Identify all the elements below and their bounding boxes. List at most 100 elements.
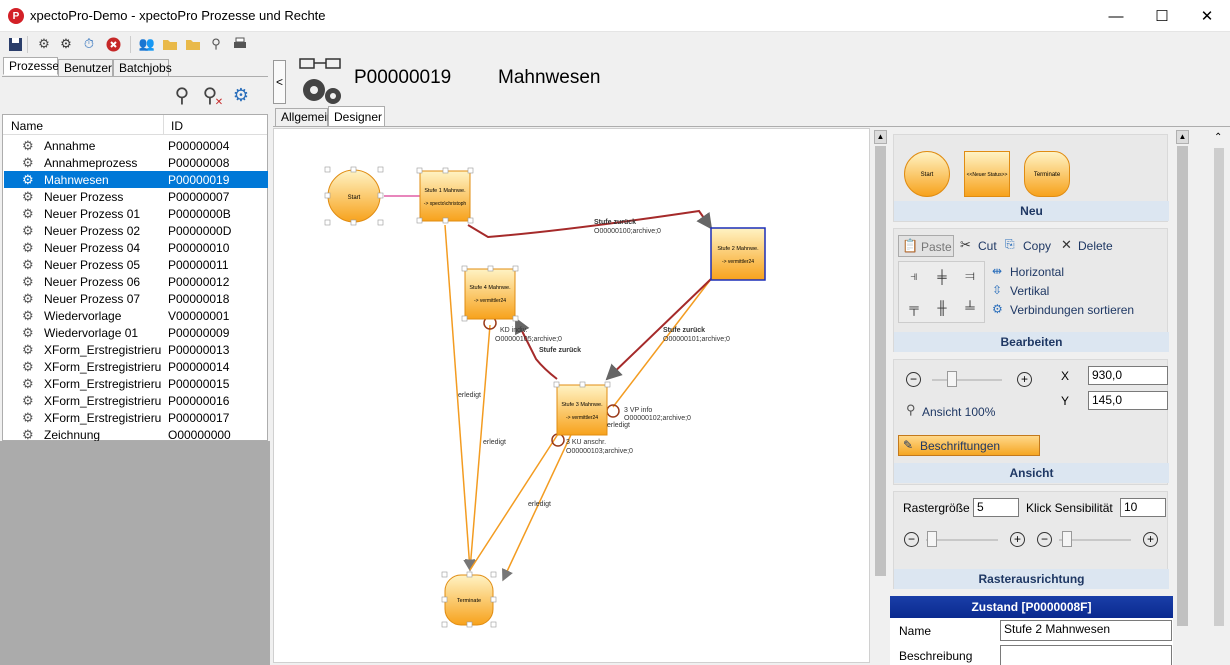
column-header-name[interactable]: Name [11, 119, 44, 133]
search-icon[interactable]: ⚲ [174, 84, 190, 107]
sort-connections-button[interactable]: Verbindungen sortieren [1010, 303, 1135, 317]
node-stufe1[interactable]: Stufe 1 Mahnwe. -> xpecto\christoph [419, 170, 471, 222]
raster-minus-button[interactable]: − [904, 532, 919, 547]
list-item[interactable]: ⚙XForm_Erstregistrierun...P00000016 [4, 392, 268, 409]
zoom-reset-button[interactable]: Ansicht 100% [922, 405, 996, 419]
edge-stufe2-stufe3[interactable] [612, 278, 712, 408]
raster-slider-track[interactable] [926, 539, 998, 541]
scroll-thumb[interactable] [875, 146, 886, 576]
edge-stufe2-stufe3-back[interactable] [605, 278, 712, 381]
x-field[interactable]: 930,0 [1088, 366, 1168, 385]
paste-button[interactable]: 📋 Paste [898, 235, 954, 257]
zoom-out-button[interactable]: − [906, 372, 921, 387]
y-field[interactable]: 145,0 [1088, 391, 1168, 410]
maximize-button[interactable]: ☐ [1155, 8, 1169, 25]
edge-stufe3-terminate[interactable] [502, 406, 585, 582]
copy-button[interactable]: ⎘ Copy [1005, 237, 1055, 255]
node-stufe4[interactable]: Stufe 4 Mahnwe. -> vermittler24 [464, 268, 516, 320]
delete-button[interactable]: ✕ Delete [1061, 237, 1115, 255]
list-item[interactable]: ⚙XForm_Erstregistrierun...P00000014 [4, 358, 268, 375]
klick-slider-thumb[interactable] [1062, 531, 1073, 547]
tab-batchjobs[interactable]: Batchjobs [113, 59, 172, 77]
close-button[interactable]: ✕ [1200, 8, 1214, 25]
list-item[interactable]: ⚙XForm_Erstregistrierun...P00000013 [4, 341, 268, 358]
settings-gear-2-icon[interactable]: ⚙ [60, 36, 72, 51]
search-clear-icon[interactable]: ⚲ [202, 84, 218, 107]
cut-button[interactable]: ✂ Cut [960, 237, 1002, 255]
klick-plus-button[interactable]: + [1143, 532, 1158, 547]
minimize-button[interactable]: — [1108, 7, 1124, 25]
beschriftungen-button[interactable]: ✎ Beschriftungen [898, 435, 1040, 456]
cancel-icon[interactable] [104, 35, 122, 53]
panel-scroll-thumb[interactable] [1177, 146, 1188, 626]
align-left-icon[interactable]: ⫣ [910, 268, 918, 283]
tab-prozesse[interactable]: Prozesse [3, 57, 59, 75]
zoom-slider-track[interactable] [932, 379, 1002, 381]
node-terminate[interactable]: Terminate [444, 574, 494, 626]
search-settings-icon[interactable]: ⚙ [232, 84, 250, 105]
panel-scrollbar[interactable]: ▲ [1175, 128, 1190, 665]
zoom-in-button[interactable]: + [1017, 372, 1032, 387]
raster-plus-button[interactable]: + [1010, 532, 1025, 547]
magnifier-icon[interactable]: ⚲ [211, 36, 221, 51]
panel-scroll-up[interactable]: ▲ [1176, 130, 1189, 144]
tab-allgemein[interactable]: Allgemein [275, 108, 334, 127]
align-center-icon[interactable]: ╪ [937, 268, 947, 284]
zustand-name-field[interactable]: Stufe 2 Mahnwesen [1000, 620, 1172, 641]
column-header-id[interactable]: ID [171, 119, 183, 133]
node-stufe3[interactable]: Stufe 3 Mahnwe. -> vermittler24 [556, 384, 608, 436]
align-right-icon[interactable]: ⫤ [965, 268, 975, 283]
settings-gear-icon[interactable]: ⚙ [38, 36, 50, 51]
new-start-shape[interactable]: Start [904, 151, 950, 197]
window-scroll-up[interactable]: ⌃ [1214, 132, 1223, 143]
align-top-icon[interactable]: ╤ [909, 299, 919, 315]
window-scroll-thumb[interactable] [1214, 148, 1224, 626]
zustand-beschreibung-field[interactable] [1000, 645, 1172, 665]
new-status-shape[interactable]: <<Neuer Status>> [964, 151, 1010, 197]
zoom-slider-thumb[interactable] [947, 371, 957, 387]
vertikal-button[interactable]: Vertikal [1010, 284, 1050, 298]
new-terminate-shape[interactable]: Terminate [1024, 151, 1070, 197]
align-bottom-icon[interactable]: ╧ [965, 299, 975, 315]
scroll-up-button[interactable]: ▲ [874, 130, 887, 144]
tab-designer[interactable]: Designer [328, 106, 385, 127]
canvas-scrollbar[interactable]: ▲ [873, 128, 888, 665]
users-icon[interactable]: 👥 [138, 36, 156, 51]
window-scrollbar[interactable]: ⌃ [1210, 128, 1228, 665]
tab-benutzer[interactable]: Benutzer [58, 59, 113, 77]
klick-slider-track[interactable] [1059, 539, 1131, 541]
collapse-button[interactable]: < [273, 60, 286, 104]
node-stufe2[interactable]: Stufe 2 Mahnwe. -> vermittler24 [710, 227, 766, 281]
raster-slider-thumb[interactable] [927, 531, 938, 547]
edge-stufe1-terminate[interactable] [444, 224, 476, 572]
klick-sensibilitaet-field[interactable]: 10 [1120, 498, 1166, 517]
list-item[interactable]: ⚙XForm_Erstregistrierun...P00000017 [4, 409, 268, 426]
edge-stufe3-stufe4[interactable] [515, 317, 558, 380]
save-icon[interactable] [6, 35, 24, 53]
clock-icon[interactable]: ⏱ [83, 36, 95, 51]
node-start[interactable]: Start [327, 169, 381, 223]
klick-minus-button[interactable]: − [1037, 532, 1052, 547]
horizontal-button[interactable]: Horizontal [1010, 265, 1065, 279]
list-item[interactable]: ⚙XForm_Erstregistrierun...P00000015 [4, 375, 268, 392]
folder-open-icon[interactable] [161, 35, 179, 53]
print-icon[interactable] [231, 35, 249, 53]
edge-stufe1-stufe2[interactable] [467, 209, 713, 239]
edge-stufe4-terminate[interactable] [464, 324, 491, 572]
folder-open-2-icon[interactable] [184, 35, 202, 53]
align-middle-icon[interactable]: ╫ [937, 299, 947, 315]
designer-canvas[interactable]: Start Stufe 1 Mahnwe. -> xpecto\christop… [273, 128, 870, 663]
